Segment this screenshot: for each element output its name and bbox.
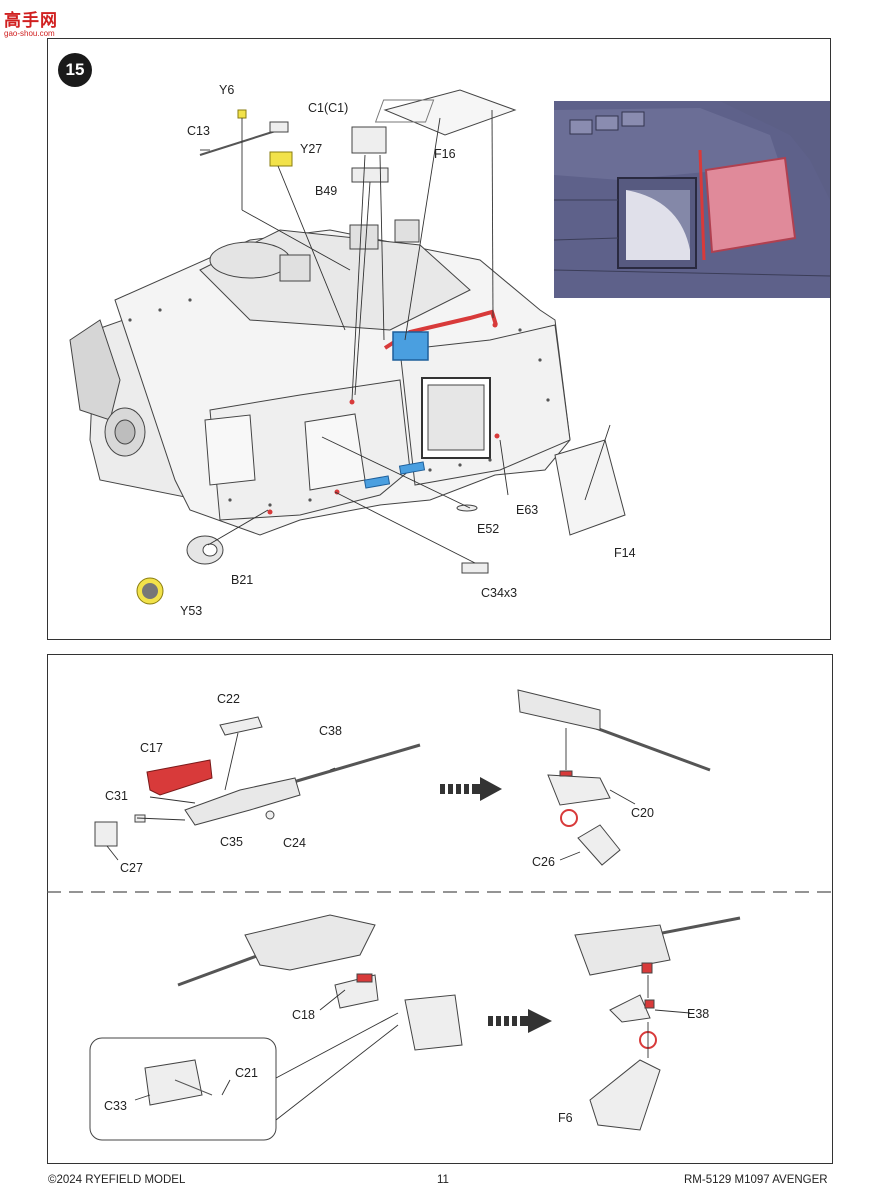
gun-assembly-row2 xyxy=(89,914,741,1141)
label-y6: Y6 xyxy=(219,83,235,97)
label-c1: C1(C1) xyxy=(308,101,349,115)
label-c38: C38 xyxy=(319,724,342,738)
step-number-badge: 15 xyxy=(58,53,92,87)
label-c26: C26 xyxy=(532,855,555,869)
label-y27: Y27 xyxy=(300,142,323,156)
label-c17: C17 xyxy=(140,741,163,755)
hull-rivets xyxy=(128,298,550,507)
label-b21: B21 xyxy=(231,573,254,587)
label-e38: E38 xyxy=(687,1007,710,1021)
label-c21: C21 xyxy=(235,1066,258,1080)
step-arrow-1 xyxy=(440,777,502,801)
label-f14: F14 xyxy=(614,546,636,560)
label-e63: E63 xyxy=(516,503,539,517)
label-c20: C20 xyxy=(631,806,654,820)
label-y53: Y53 xyxy=(180,604,203,618)
label-c22: C22 xyxy=(217,692,240,706)
footer-page-number: 11 xyxy=(437,1174,449,1186)
label-c35: C35 xyxy=(220,835,243,849)
label-e52: E52 xyxy=(477,522,500,536)
label-c27: C27 xyxy=(120,861,143,875)
label-c13: C13 xyxy=(187,124,210,138)
label-c31: C31 xyxy=(105,789,128,803)
step-arrow-2 xyxy=(488,1009,552,1033)
label-c18: C18 xyxy=(292,1008,315,1022)
label-c24: C24 xyxy=(283,836,306,850)
watermark-title: 高手网 xyxy=(4,11,58,30)
inset-view xyxy=(553,101,831,298)
battery-part xyxy=(392,331,429,361)
watermark-url: gao-shou.com xyxy=(4,29,55,38)
label-f16: F16 xyxy=(434,147,456,161)
hull-drawing xyxy=(69,219,571,536)
footer-copyright: ©2024 RYEFIELD MODEL xyxy=(48,1174,186,1186)
gun-assembly-row1 xyxy=(94,689,711,866)
label-c33: C33 xyxy=(104,1099,127,1113)
leader-lines xyxy=(200,109,611,564)
label-b49: B49 xyxy=(315,184,338,198)
watermark-logo: 高手网 gao-shou.com xyxy=(4,6,58,38)
label-f6: F6 xyxy=(558,1111,573,1125)
footer-model-code: RM-5129 M1097 AVENGER xyxy=(684,1174,828,1186)
label-c34: C34x3 xyxy=(481,586,518,600)
